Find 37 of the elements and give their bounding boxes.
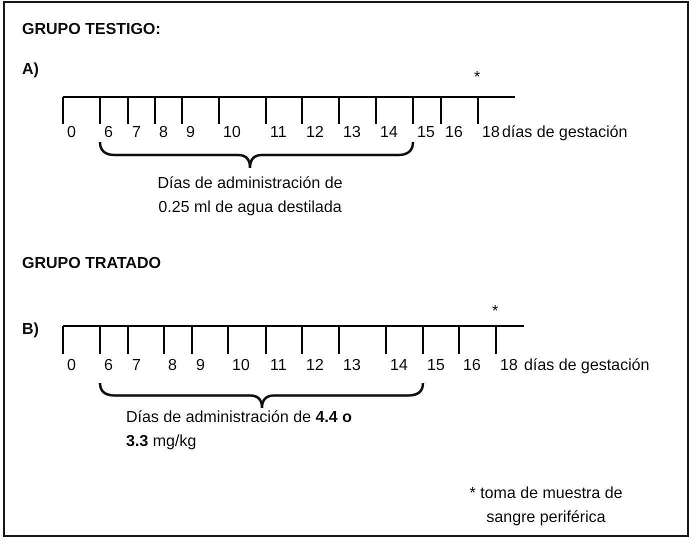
tick-label: 8 [168, 356, 177, 376]
tick-label: 12 [306, 356, 324, 376]
tick-label: 16 [445, 123, 463, 143]
tick-label: 18 [500, 356, 518, 376]
note-text: * toma de muestra de sangre periférica [468, 484, 624, 528]
note-text: Días de administración de 0.25 ml de agua destilada [156, 174, 344, 218]
tick-label: 14 [390, 356, 408, 376]
tick-label: 10 [232, 356, 250, 376]
note-text: días de gestación [502, 123, 628, 143]
tick-label: 14 [380, 123, 398, 143]
tick-label: 9 [186, 123, 195, 143]
tick-label: 9 [196, 356, 205, 376]
tick-label: 6 [104, 123, 113, 143]
tick-label: 0 [67, 356, 76, 376]
heading: A) [22, 60, 39, 80]
note-text: Días de administración de 4.4 o 3.3 mg/kg [126, 408, 353, 452]
tick-label: 13 [343, 356, 361, 376]
tick-label: 16 [463, 356, 481, 376]
heading: GRUPO TESTIGO: [22, 20, 161, 40]
tick-label: 11 [270, 356, 287, 376]
note-text: * [474, 68, 480, 88]
tick-label: 12 [306, 123, 324, 143]
note-text: días de gestación [524, 356, 650, 376]
tick-label: 10 [223, 123, 241, 143]
tick-label: 8 [159, 123, 168, 143]
tick-label: 7 [132, 356, 141, 376]
tick-label: 15 [427, 356, 445, 376]
tick-label: 0 [67, 123, 76, 143]
tick-label: 7 [132, 123, 141, 143]
tick-label: 11 [270, 123, 287, 143]
heading: B) [22, 320, 39, 340]
heading: GRUPO TRATADO [22, 254, 161, 274]
tick-label: 6 [104, 356, 113, 376]
tick-label: 18 [482, 123, 500, 143]
note-text: * [492, 302, 498, 322]
tick-label: 15 [417, 123, 435, 143]
tick-label: 13 [343, 123, 361, 143]
